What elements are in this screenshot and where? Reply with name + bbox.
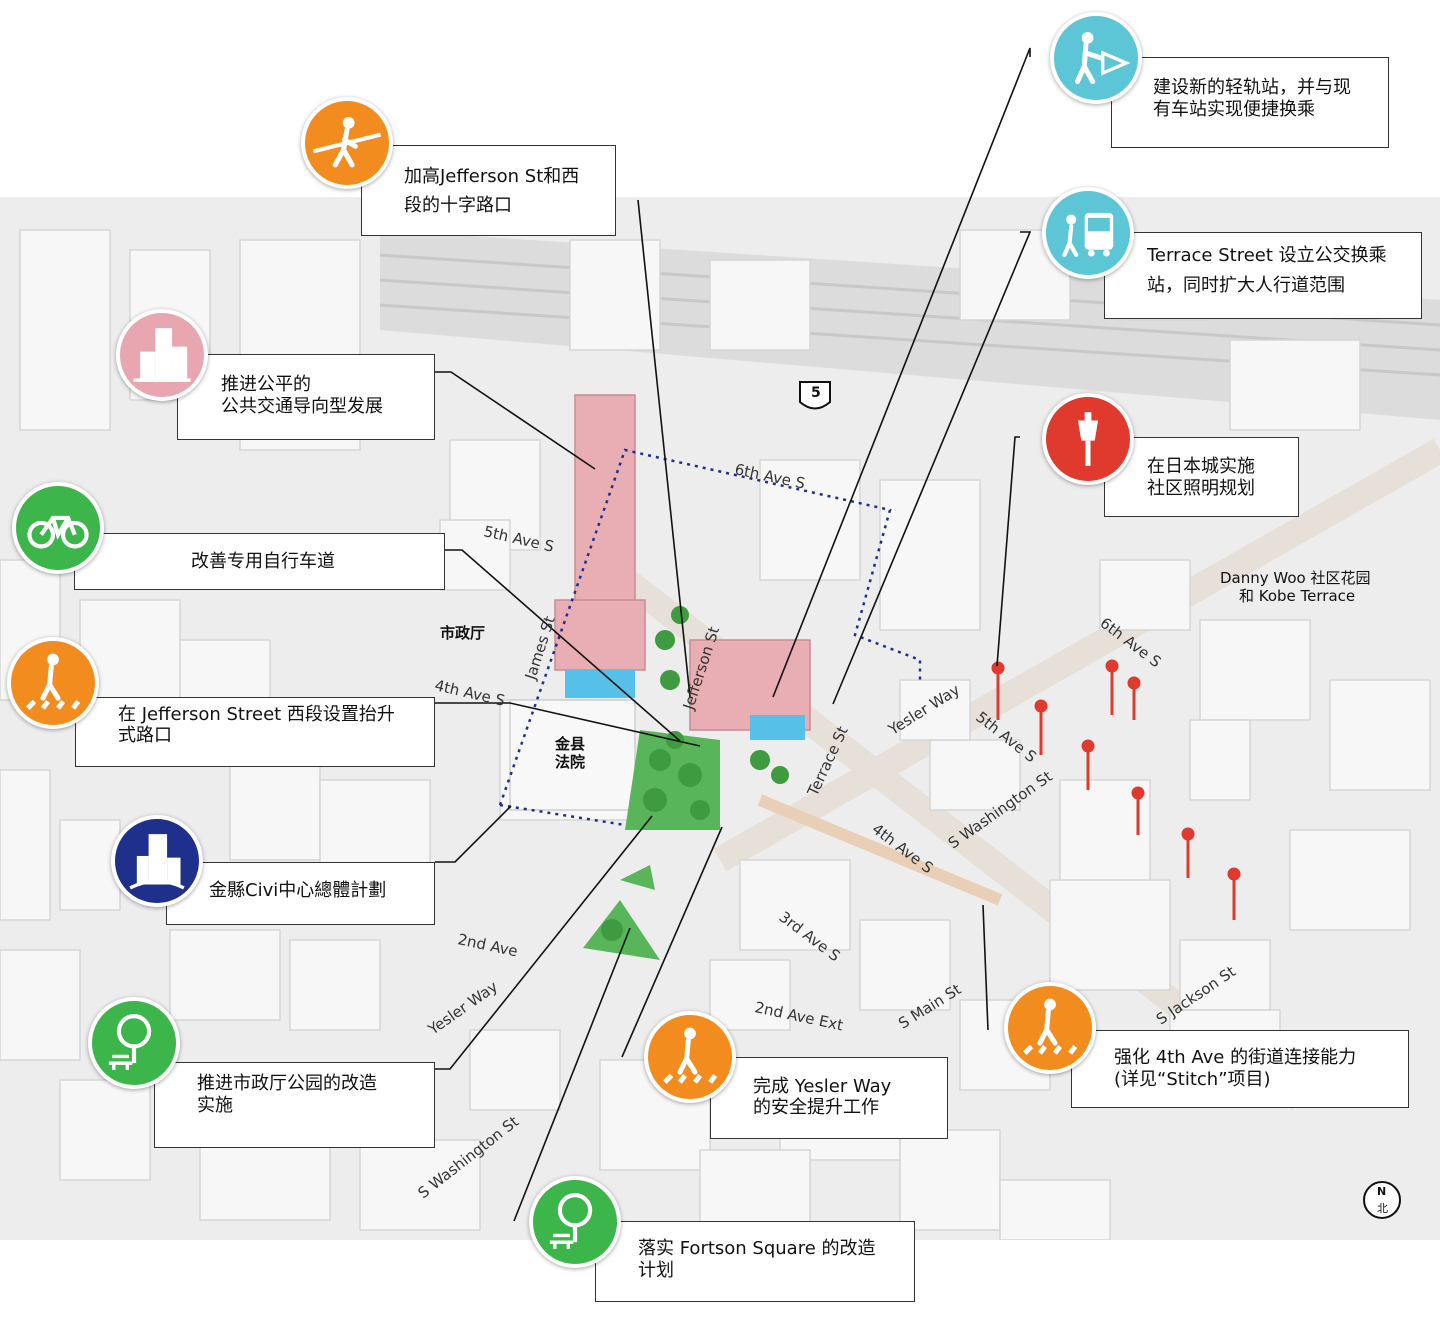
tree-bench-icon bbox=[88, 997, 180, 1089]
yesler-road bbox=[713, 438, 1440, 872]
callout-text: 在日本城实施 bbox=[1147, 456, 1255, 477]
city-hall-label: 市政厅 bbox=[440, 624, 486, 642]
callout-fourth-ave: 强化 4th Ave 的街道连接能力 (详见“Stitch”项目) bbox=[1071, 1030, 1409, 1108]
city-buildings-icon bbox=[111, 815, 203, 907]
civic-campus-boundary bbox=[498, 448, 922, 827]
leader-lines bbox=[435, 47, 1032, 1222]
callout-text: 推进市政厅公园的改造 bbox=[197, 1073, 377, 1094]
tod-tower bbox=[554, 394, 811, 740]
callout-text: 式路口 bbox=[118, 725, 172, 746]
callout-text: 改善专用自行车道 bbox=[191, 551, 335, 572]
danny-woo-label-2: 和 Kobe Terrace bbox=[1239, 587, 1356, 605]
callout-yesler-safety: 完成 Yesler Way 的安全提升工作 bbox=[710, 1057, 948, 1139]
callout-text: 段的十字路口 bbox=[404, 195, 512, 216]
callout-terrace-bus: Terrace Street 设立公交换乘 站，同时扩大人行道范围 bbox=[1104, 232, 1422, 319]
callout-text: 在 Jefferson Street 西段设置抬升 bbox=[118, 704, 395, 725]
callout-text: 强化 4th Ave 的街道连接能力 bbox=[1114, 1047, 1357, 1068]
callout-text: 有车站实现便捷换乘 bbox=[1153, 99, 1315, 120]
interstate-5-shield bbox=[799, 381, 831, 410]
callout-text: 建设新的轻轨站，并与现 bbox=[1153, 77, 1351, 98]
courthouse-label-1: 金县 bbox=[555, 735, 586, 753]
callout-text: 公共交通导向型发展 bbox=[221, 396, 383, 417]
callout-text: (详见“Stitch”项目) bbox=[1114, 1069, 1271, 1090]
callout-raise-jefferson: 加高Jefferson St和西 段的十字路口 bbox=[361, 145, 616, 236]
callout-fortson: 落实 Fortson Square 的改造 计划 bbox=[595, 1221, 915, 1302]
crosswalk-icon bbox=[644, 1011, 736, 1103]
crosswalk-icon bbox=[7, 637, 99, 729]
callout-text: 计划 bbox=[638, 1260, 674, 1281]
callout-tod: 推进公平的 公共交通导向型发展 bbox=[177, 354, 435, 440]
tree-bench-icon bbox=[529, 1176, 621, 1268]
buildings-icon bbox=[116, 309, 208, 401]
street-lamp-icon bbox=[1042, 393, 1134, 485]
pedestrian-raised-crossing-icon bbox=[301, 97, 393, 189]
interstate-5-label: 5 bbox=[811, 385, 821, 401]
callout-cityhall-park: 推进市政厅公园的改造 实施 bbox=[154, 1062, 435, 1148]
bicycle-icon bbox=[12, 482, 104, 574]
callout-bike: 改善专用自行车道 bbox=[74, 533, 445, 590]
callout-text: Terrace Street 设立公交换乘 bbox=[1147, 245, 1387, 266]
north-arrow-label: N bbox=[1377, 1185, 1387, 1198]
light-rail-transfer-icon bbox=[1050, 12, 1142, 104]
callout-light-rail: 建设新的轻轨站，并与现 有车站实现便捷换乘 bbox=[1111, 57, 1389, 148]
callout-text: 站，同时扩大人行道范围 bbox=[1147, 275, 1345, 296]
callout-civic: 金縣Civi中心總體計劃 bbox=[166, 862, 435, 925]
callout-lighting: 在日本城实施 社区照明规划 bbox=[1104, 437, 1299, 517]
callout-jefferson-raised: 在 Jefferson Street 西段设置抬升 式路口 bbox=[75, 697, 435, 767]
callout-text: 推进公平的 bbox=[221, 374, 311, 395]
callout-text: 的安全提升工作 bbox=[753, 1097, 879, 1118]
callout-text: 实施 bbox=[197, 1095, 233, 1116]
north-arrow bbox=[1363, 1181, 1401, 1219]
bus-stop-icon bbox=[1042, 187, 1134, 279]
courthouse-label-2: 法院 bbox=[555, 753, 586, 771]
north-arrow-label-cn: 北 bbox=[1377, 1202, 1388, 1215]
callout-text: 加高Jefferson St和西 bbox=[404, 166, 580, 187]
callout-text: 金縣Civi中心總體計劃 bbox=[209, 880, 387, 901]
danny-woo-label-1: Danny Woo 社区花园 bbox=[1220, 569, 1371, 587]
crosswalk-icon bbox=[1004, 982, 1096, 1074]
callout-text: 完成 Yesler Way bbox=[753, 1076, 892, 1097]
callout-text: 社区照明规划 bbox=[1147, 478, 1255, 499]
lamp-posts bbox=[991, 659, 1241, 920]
callout-text: 落实 Fortson Square 的改造 bbox=[638, 1238, 876, 1259]
